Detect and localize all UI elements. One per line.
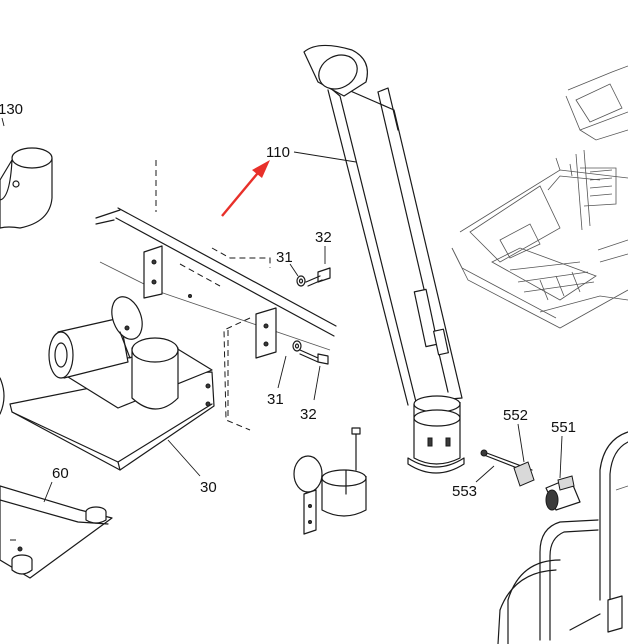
label-110: 110 — [266, 144, 290, 161]
machine-overview — [451, 65, 628, 329]
part-30-base-assembly — [9, 296, 215, 477]
right-frame — [497, 431, 628, 644]
part-130-elbow — [0, 117, 53, 229]
label-31-upper: 31 — [276, 249, 293, 266]
label-130: 130 — [0, 101, 23, 118]
part-551-coupling — [545, 435, 581, 511]
label-32-upper: 32 — [315, 229, 332, 246]
label-552: 552 — [503, 407, 528, 424]
bolt-32-upper — [289, 246, 331, 287]
left-edge-part — [0, 377, 5, 415]
label-30: 30 — [200, 479, 217, 496]
frame-rail — [95, 160, 337, 431]
label-553: 553 — [452, 483, 477, 500]
bolt-32-lower — [277, 340, 329, 401]
part-110-chute — [303, 44, 465, 474]
label-32-lower: 32 — [300, 406, 317, 423]
label-551: 551 — [551, 419, 576, 436]
label-31-lower: 31 — [267, 391, 284, 408]
leader-110 — [293, 151, 357, 163]
highlight-arrow — [221, 160, 270, 217]
lower-connector — [293, 427, 367, 535]
label-60: 60 — [52, 465, 69, 482]
part-60-plate — [0, 481, 113, 579]
part-552-clip — [513, 423, 535, 487]
